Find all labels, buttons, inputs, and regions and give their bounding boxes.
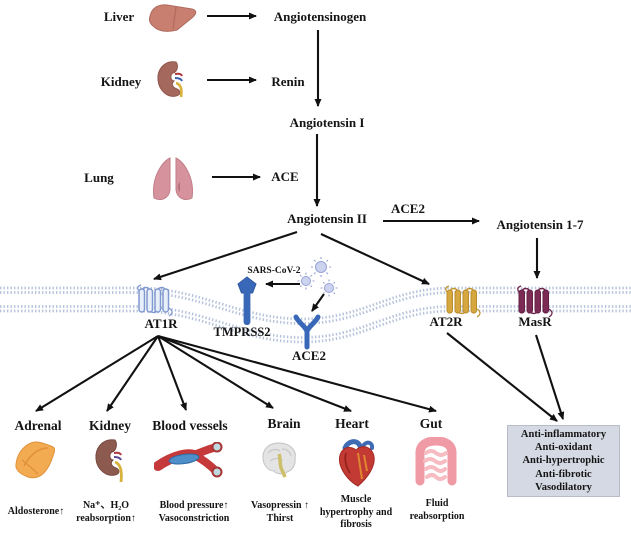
sars-cov-2-label: SARS-CoV-2	[247, 266, 301, 276]
effect-gut: Fluid reabsorption	[409, 498, 465, 522]
blood-vessels-icon	[153, 441, 224, 485]
angiotensin-1-7-label: Angiotensin 1-7	[496, 217, 584, 232]
angiotensin-ii-label: Angiotensin II	[287, 211, 367, 226]
sars-cov-2-virus-particles	[297, 257, 338, 297]
kidney-source-icon	[156, 60, 188, 105]
ace2-receptor-icon	[293, 314, 321, 350]
angiotensin-i-label: Angiotensin I	[289, 115, 365, 130]
at2r-receptor-icon	[445, 285, 481, 318]
kidney-source-label: Kidney	[100, 74, 142, 89]
tmprss2-label: TMPRSS2	[213, 325, 271, 339]
arrow-at1r-to-brain	[157, 335, 274, 409]
arrow-angii-to-at2r	[320, 233, 430, 285]
brain-icon	[260, 441, 300, 484]
gut-icon	[412, 436, 460, 496]
at2r-label: AT2R	[429, 314, 463, 329]
adrenal-icon	[12, 436, 64, 489]
effect-blood-vessels: Blood pressure↑ Vasoconstriction	[158, 500, 230, 524]
effect-brain: Vasopressin ↑ Thirst	[250, 500, 310, 524]
organ-label-adrenal: Adrenal	[14, 418, 62, 433]
liver-label: Liver	[103, 9, 135, 24]
lung-icon	[147, 154, 199, 207]
arrow-at2r-to-effects-box	[446, 332, 558, 422]
at1r-label: AT1R	[144, 316, 178, 331]
arrow-at1r-to-gut	[157, 334, 437, 413]
arrow-at1r-to-vessels	[157, 335, 187, 411]
arrow-at1r-to-adrenal	[35, 335, 159, 412]
masr-label: MasR	[518, 314, 552, 329]
heart-icon	[334, 437, 378, 494]
arrow-masr-to-effects-box	[535, 334, 565, 420]
at1r-receptor-icon	[137, 284, 173, 317]
tmprss2-icon	[237, 276, 257, 325]
effect-heart: Muscle hypertrophy and fibrosis	[319, 494, 393, 530]
effect-adrenal: Aldosterone↑	[7, 506, 65, 517]
angiotensinogen-label: Angiotensinogen	[273, 9, 367, 24]
protective-effects-box: Anti-inflammatory Anti-oxidant Anti-hype…	[507, 425, 620, 497]
arrow-angii-to-at1r	[153, 231, 298, 281]
arrow-at1r-to-kidney	[106, 335, 159, 412]
ace2-receptor-label: ACE2	[292, 348, 326, 363]
masr-receptor-icon	[517, 285, 553, 318]
organ-label-heart: Heart	[335, 416, 369, 431]
arrows	[35, 12, 565, 422]
organ-label-brain: Brain	[267, 416, 301, 431]
arrow-virus-to-ace2	[311, 293, 325, 312]
arrow-at1r-to-heart	[157, 335, 352, 412]
effect-kidney: Na⁺、H₂O reabsorption↑	[76, 500, 136, 524]
ace2-enzyme-label: ACE2	[391, 201, 425, 216]
organ-label-blood-vessels: Blood vessels	[152, 418, 228, 433]
lung-label: Lung	[84, 170, 114, 185]
kidney-target-icon	[94, 438, 128, 489]
ace-label: ACE	[271, 169, 299, 184]
organ-label-kidney: Kidney	[88, 418, 132, 433]
renin-label: Renin	[271, 74, 305, 89]
organ-label-gut: Gut	[419, 416, 443, 431]
liver-icon	[147, 2, 201, 39]
